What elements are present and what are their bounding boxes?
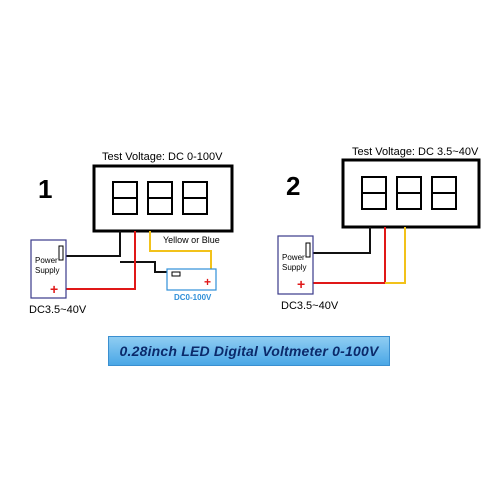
diagram-2-power-label-1: Power bbox=[282, 253, 305, 262]
diagram-1-yellow-wire bbox=[149, 231, 212, 275]
diagram-1-power-label-2: Supply bbox=[35, 266, 59, 275]
diagram-2-red-wire bbox=[310, 227, 386, 284]
diagram-1-plus-terminal: + bbox=[50, 281, 58, 297]
diagram-1-digit-2 bbox=[147, 181, 173, 215]
diagram-1-title: Test Voltage: DC 0-100V bbox=[102, 151, 223, 163]
diagram-2-title: Test Voltage: DC 3.5~40V bbox=[352, 146, 479, 158]
banner-text: 0.28inch LED Digital Voltmeter 0-100V bbox=[119, 343, 379, 359]
diagram-1-load-minus bbox=[171, 271, 181, 277]
diagram-1-load-plus: + bbox=[204, 275, 211, 289]
diagram-2-supply-range: DC3.5~40V bbox=[281, 300, 339, 312]
diagram-2-digit-2 bbox=[396, 176, 422, 210]
diagram-2-digit-1 bbox=[361, 176, 387, 210]
diagram-2-power-label-2: Supply bbox=[282, 263, 306, 272]
diagram-1-wire-label: Yellow or Blue bbox=[163, 235, 220, 245]
diagram-1-black-wire bbox=[62, 231, 121, 257]
diagram-2-digit-3 bbox=[431, 176, 457, 210]
title-banner: 0.28inch LED Digital Voltmeter 0-100V bbox=[108, 336, 390, 366]
diagram-1-red-wire bbox=[62, 231, 136, 290]
diagram-1-supply-range: DC3.5~40V bbox=[29, 304, 87, 316]
diagram-2-black-wire bbox=[310, 227, 371, 254]
diagram-1-digit-3 bbox=[182, 181, 208, 215]
diagram-1-digit-1 bbox=[112, 181, 138, 215]
diagram-1-black-wire-load bbox=[120, 261, 175, 273]
diagram-2-minus-terminal bbox=[305, 242, 311, 258]
diagram-2-yellow-wire bbox=[385, 227, 406, 284]
diagram-1-power-label-1: Power bbox=[35, 256, 58, 265]
diagram-2-number: 2 bbox=[286, 171, 300, 201]
diagram-1-load-label: DC0-100V bbox=[174, 293, 212, 302]
diagram-2-plus-terminal: + bbox=[297, 276, 305, 292]
diagram-1-minus-terminal bbox=[58, 245, 64, 261]
diagram-1-number: 1 bbox=[38, 174, 52, 204]
